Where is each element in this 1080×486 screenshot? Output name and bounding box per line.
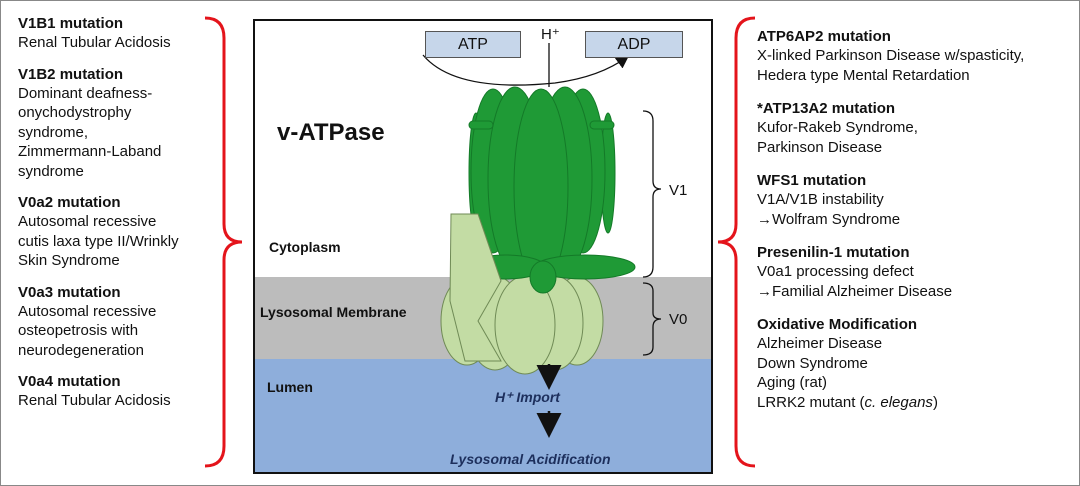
v0-bracket [642,282,662,356]
adp-box: ADP [585,31,683,58]
disease-line: Hedera type Mental Retardation [757,66,970,84]
v-atpase-structure [422,43,662,438]
v-atpase-diagram: ATP ADP H⁺ v-ATPase V1 V0 Cytoplasm Lyso… [253,19,713,474]
disease-line: Zimmermann-Laband [18,143,162,160]
disease-line: Down Syndrome [757,354,868,372]
mutation-title: V0a2 mutation [18,194,121,211]
disease-line: Skin Syndrome [18,252,120,269]
mutation-title: ATP6AP2 mutation [757,28,891,45]
disease-line: V1A/V1B instability [757,191,884,208]
disease-line: Renal Tubular Acidosis [18,392,171,409]
disease-line: V0a1 processing defect [757,263,914,280]
membrane-label: Lysosomal Membrane [260,304,407,320]
v1-peripheral-stalk [589,120,615,130]
v1-label: V1 [669,182,688,199]
mutation-title: WFS1 mutation [757,172,867,189]
v0-label: V0 [669,311,688,328]
mutation-title: Oxidative Modification [757,316,918,333]
disease-line: Parkinson Disease [757,138,883,156]
lumen-region [255,359,711,472]
lumen-label: Lumen [267,379,313,395]
mutation-title: V0a3 mutation [18,283,121,301]
disease-line: onychodystrophy [18,104,132,121]
disease-line: Kufor-Rakeb Syndrome, [757,119,918,136]
disease-line: LRRK2 mutant (c. elegans) [757,393,938,411]
mutation-title: V1B2 mutation [18,65,124,83]
disease-line: Dominant deafness- [18,84,153,102]
disease-line: syndrome, [18,123,89,141]
disease-line: Alzheimer Disease [757,335,883,352]
mutation-title: V0a4 mutation [18,373,121,390]
left-red-bracket [204,16,243,468]
v1-peripheral-stalk [468,120,494,130]
disease-line: osteopetrosis with [18,322,139,339]
disease-line: X-linked Parkinson Disease w/spasticity, [757,47,1025,64]
proton-label: H⁺ [541,26,560,43]
disease-line: neurodegeneration [18,341,144,359]
mutation-title: V1B1 mutation [18,15,124,32]
v1-rotor [529,260,557,294]
v1-subunit [513,88,569,286]
disease-line: Aging (rat) [757,374,828,391]
atp-box: ATP [425,31,521,58]
diagram-title: v-ATPase [277,119,385,146]
disease-line: Autosomal recessive [18,302,157,320]
disease-line: cutis laxa type II/Wrinkly [18,232,179,250]
proton-import-label: H⁺ Import [495,389,560,405]
v1-domain [464,86,636,294]
acidification-label: Lysosomal Acidification [450,451,611,467]
disease-line: syndrome [18,162,84,180]
right-red-bracket [717,16,756,468]
disease-line: →Familial Alzheimer Disease [757,282,953,300]
v0-subunit-a [449,213,502,362]
disease-line: Renal Tubular Acidosis [18,34,171,51]
mutation-title: Presenilin-1 mutation [757,244,910,261]
mutation-title: *ATP13A2 mutation [757,100,896,117]
v1-bracket [642,110,662,278]
cytoplasm-label: Cytoplasm [269,239,341,255]
atp-hydrolysis-arrow [422,54,630,86]
disease-line: →Wolfram Syndrome [757,210,901,228]
disease-line: Autosomal recessive [18,213,157,230]
